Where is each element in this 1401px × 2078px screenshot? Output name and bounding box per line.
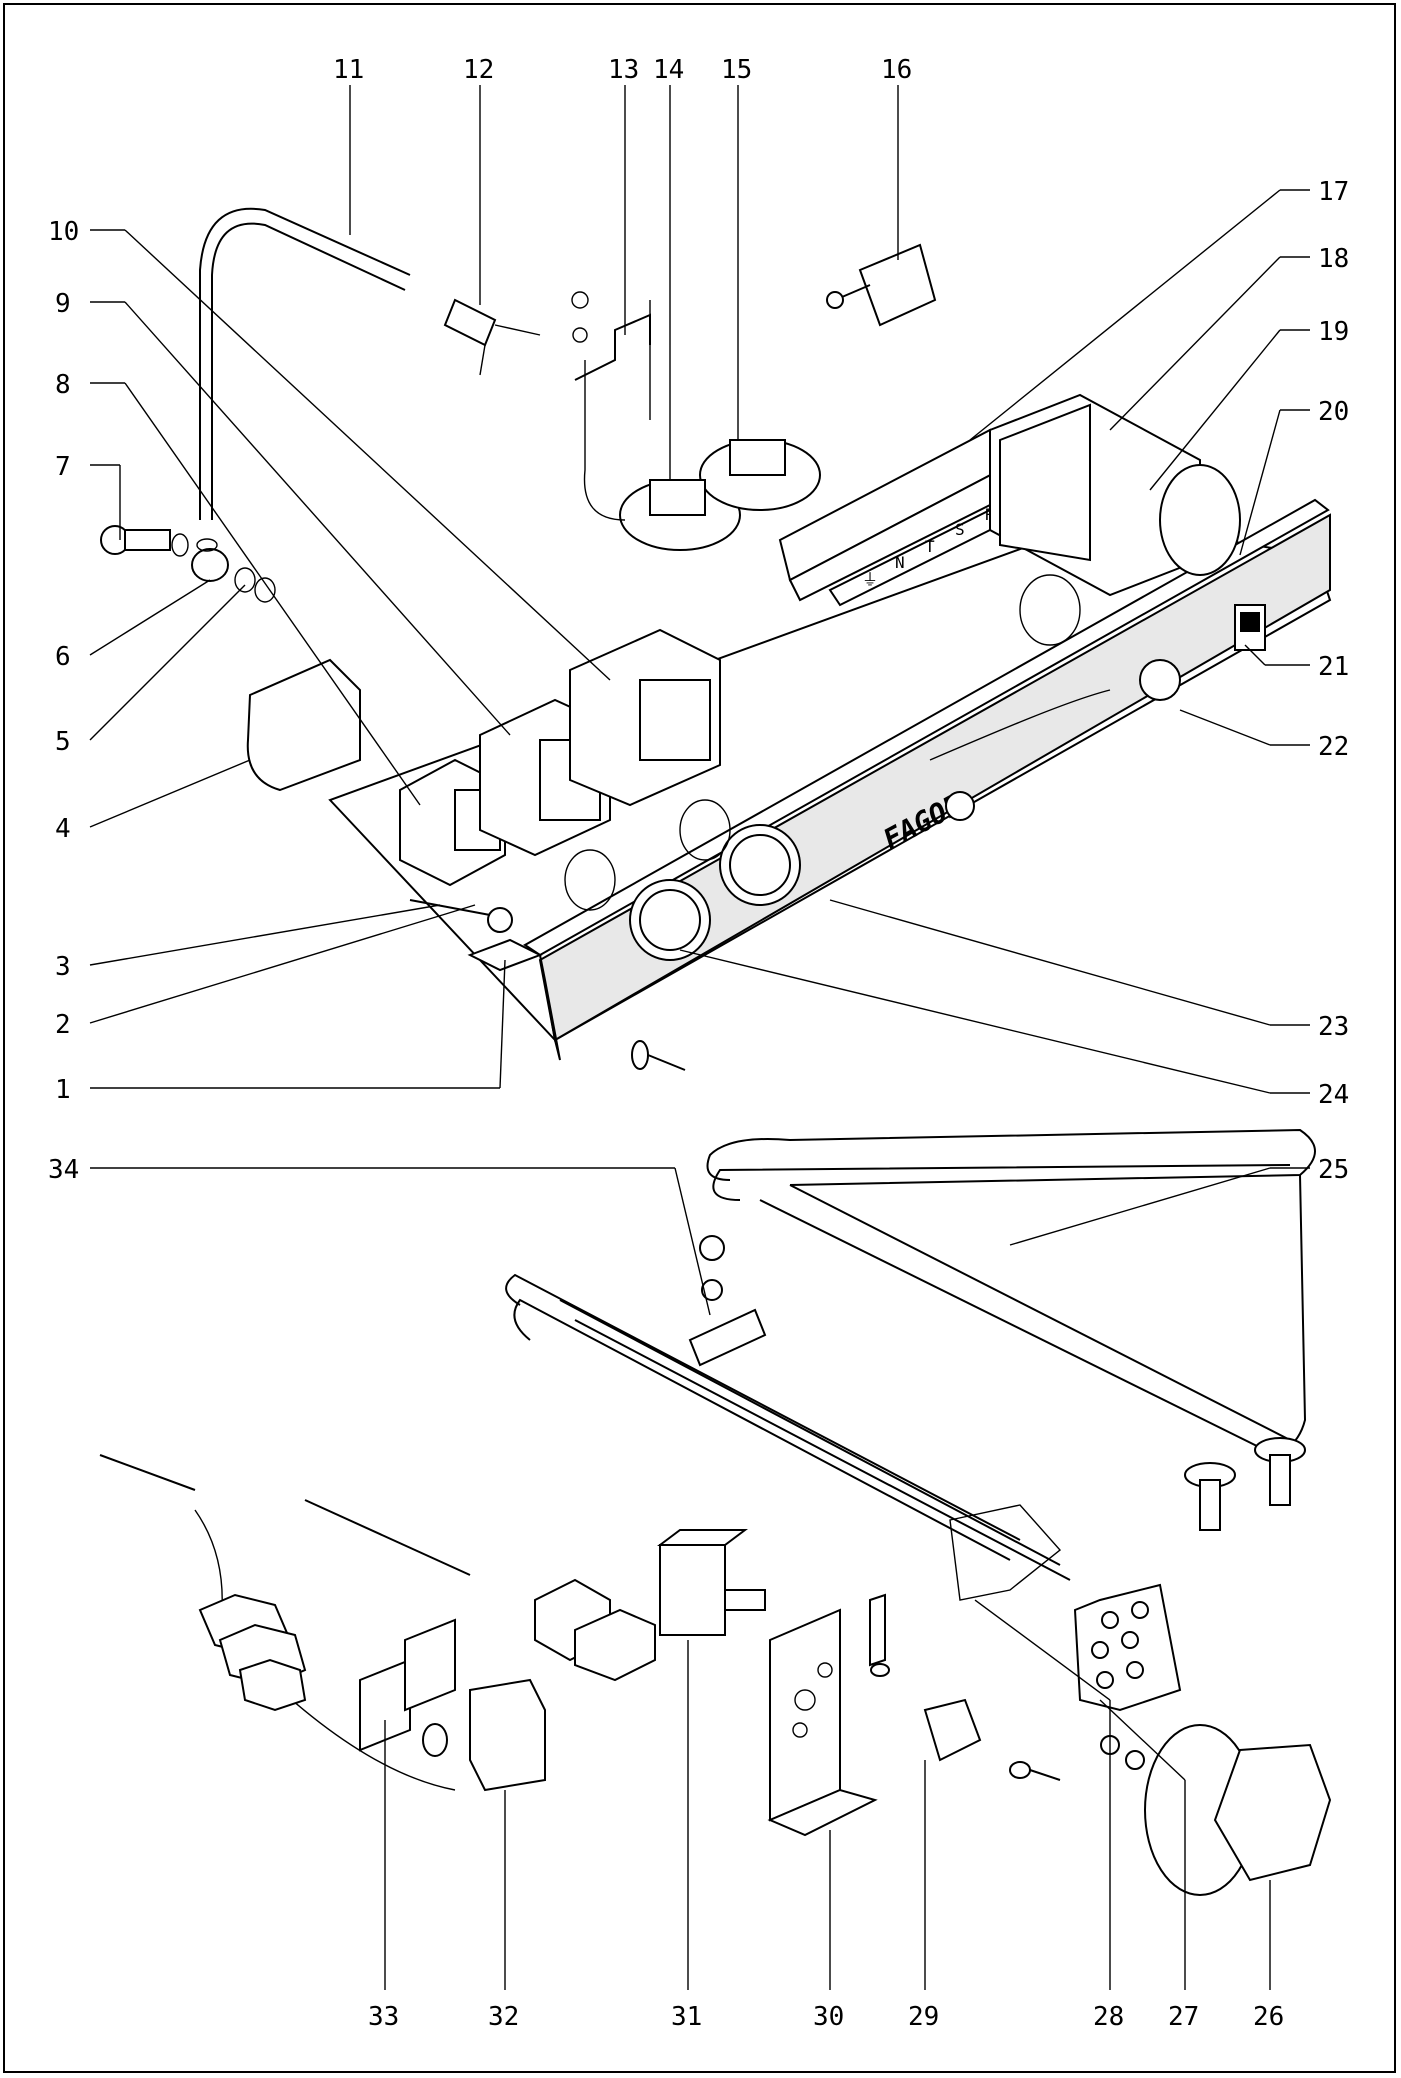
contactor-3: [569, 628, 721, 807]
callout-23: 23: [1318, 1012, 1349, 1042]
mounting-bracket-30: [767, 1608, 878, 1837]
terminal-label-t: T: [925, 537, 935, 556]
callout-1: 1: [55, 1075, 71, 1105]
hose-tube: [196, 207, 411, 552]
element-flange: [1073, 1583, 1182, 1712]
capillary-coils: [564, 574, 1081, 911]
terminal-label-ground: ⏚: [862, 570, 878, 589]
callout-13: 13: [608, 55, 639, 85]
cable-gland: [100, 525, 276, 603]
callout-9: 9: [55, 289, 71, 319]
heating-element-lower: [505, 1273, 1071, 1601]
callout-30: 30: [813, 2002, 844, 2032]
drawing-frame: [3, 3, 1396, 2073]
callout-7: 7: [55, 452, 71, 482]
callout-31: 31: [671, 2002, 702, 2032]
callout-5: 5: [55, 727, 71, 757]
leader-lines: [89, 85, 1310, 1990]
panel-front-details: FAGOR: [629, 604, 1266, 961]
pressure-switch-bracket: [571, 291, 651, 420]
terminal-cover-cap: [1144, 1724, 1332, 1896]
terminal-label-n: N: [895, 553, 905, 572]
callout-16: 16: [881, 55, 912, 85]
callout-8: 8: [55, 370, 71, 400]
callout-4: 4: [55, 814, 71, 844]
callout-22: 22: [1318, 732, 1349, 762]
pilot-lamp: [409, 899, 543, 972]
callout-labels: 1 2 3 4 5 6 7 8 9 10 11 12 13 14 15 16 1…: [48, 55, 1349, 2032]
bracket-34: [688, 1235, 767, 1367]
callout-32: 32: [488, 2002, 519, 2032]
safety-thermostat: [99, 1454, 546, 1792]
callout-21: 21: [1318, 652, 1349, 682]
hose-fitting: [443, 298, 541, 376]
callout-20: 20: [1318, 397, 1349, 427]
callout-6: 6: [55, 642, 71, 672]
callout-14: 14: [653, 55, 684, 85]
callout-19: 19: [1318, 317, 1349, 347]
plate-29: [869, 1593, 1061, 1781]
callout-10: 10: [48, 217, 79, 247]
thermostat-31: [304, 1499, 766, 1682]
panel-screw: [631, 1040, 686, 1071]
callout-29: 29: [908, 2002, 939, 2032]
callout-11: 11: [333, 55, 364, 85]
callout-24: 24: [1318, 1080, 1349, 1110]
callout-12: 12: [463, 55, 494, 85]
callout-18: 18: [1318, 244, 1349, 274]
knob-cover: [246, 658, 361, 792]
heating-element-upper: [706, 1128, 1316, 1531]
terminal-label-s: S: [955, 520, 965, 539]
callout-25: 25: [1318, 1155, 1349, 1185]
callout-33: 33: [368, 2002, 399, 2032]
callout-15: 15: [721, 55, 752, 85]
callout-28: 28: [1093, 2002, 1124, 2032]
cam-switch: [989, 393, 1241, 597]
pressure-switches: [583, 360, 821, 551]
callout-17: 17: [1318, 177, 1349, 207]
callout-2: 2: [55, 1010, 71, 1040]
control-panel-housing: [328, 498, 1332, 1061]
terminal-block: R S T N ⏚: [778, 428, 1012, 607]
fuse-holder: [826, 243, 937, 327]
callout-27: 27: [1168, 2002, 1199, 2032]
selector-knob: [1139, 659, 1181, 701]
callout-26: 26: [1253, 2002, 1284, 2032]
callout-34: 34: [48, 1155, 79, 1185]
callout-3: 3: [55, 952, 71, 982]
